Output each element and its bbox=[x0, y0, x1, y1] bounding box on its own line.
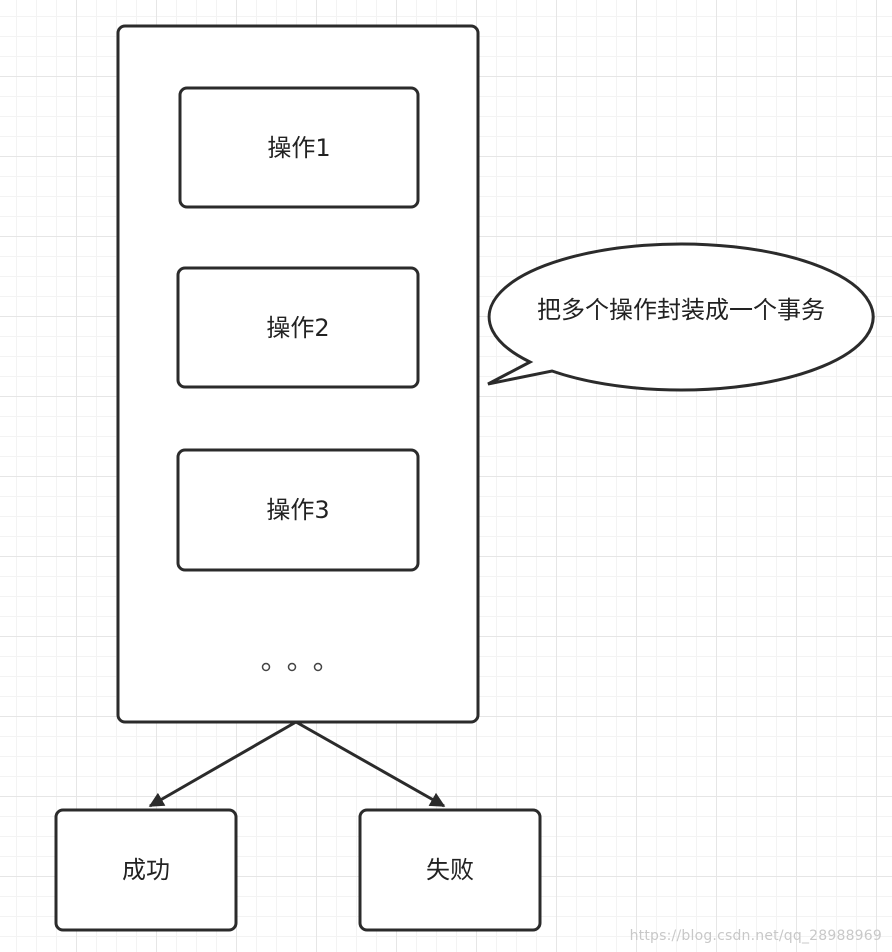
ellipsis-dot-3 bbox=[313, 662, 323, 672]
callout-bubble[interactable]: 把多个操作封装成一个事务 bbox=[487, 242, 875, 392]
ellipsis: 。。。 bbox=[261, 662, 323, 672]
edge-to-success bbox=[148, 720, 297, 808]
ellipsis-dot-1 bbox=[261, 662, 271, 672]
success-label: 成功 bbox=[122, 856, 170, 884]
operation-box-1[interactable]: 操作1 bbox=[178, 86, 420, 209]
watermark: https://blog.csdn.net/qq_28988969 bbox=[629, 928, 882, 944]
operation-box-2[interactable]: 操作2 bbox=[176, 266, 420, 389]
edge-to-failure bbox=[295, 720, 446, 808]
operation-box-3[interactable]: 操作3 bbox=[176, 448, 420, 572]
failure-box[interactable]: 失败 bbox=[358, 808, 542, 932]
ellipsis-dot-2 bbox=[287, 662, 297, 672]
operation-label-1: 操作1 bbox=[267, 134, 330, 162]
operation-label-3: 操作3 bbox=[266, 496, 329, 524]
failure-label: 失败 bbox=[426, 856, 474, 884]
callout-shape bbox=[487, 242, 875, 392]
operation-label-2: 操作2 bbox=[266, 314, 329, 342]
success-box[interactable]: 成功 bbox=[54, 808, 238, 932]
callout-text: 把多个操作封装成一个事务 bbox=[537, 296, 825, 324]
